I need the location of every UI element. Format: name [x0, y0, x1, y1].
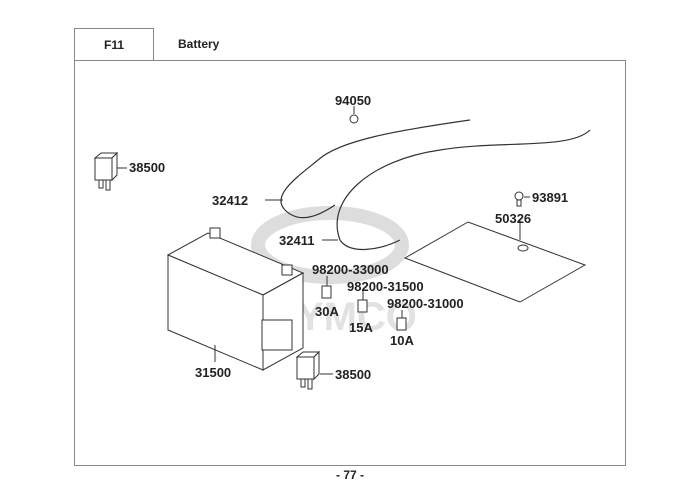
part-label: 38500 [129, 160, 166, 175]
part-label: 93891 [532, 190, 569, 205]
part-label: 31500 [195, 365, 232, 380]
fuse-rating: 10A [390, 333, 414, 348]
part-label: 98200-33000 [312, 262, 389, 277]
diagram-frame [74, 60, 626, 466]
fuse-rating: 15A [349, 320, 373, 335]
bolt-icon [514, 191, 524, 207]
relay-icon [93, 151, 119, 191]
fuse-icon [321, 276, 332, 299]
nut-icon [349, 114, 359, 124]
figure-title: Battery [178, 37, 220, 51]
part-label: 32411 [279, 233, 315, 248]
fuse-rating: 30A [315, 304, 339, 319]
part-label: 38500 [335, 367, 372, 382]
cable-icon [280, 119, 591, 251]
battery-icon [166, 227, 305, 371]
part-label: 98200-31000 [387, 296, 464, 311]
part-label: 98200-31500 [347, 279, 424, 294]
kymco-watermark [251, 206, 409, 284]
part-label: 32412 [212, 193, 249, 208]
part-label: 50326 [495, 211, 532, 226]
page-number: - 77 - [335, 468, 364, 482]
fuse-icon [396, 310, 407, 331]
battery-cover-icon [403, 221, 587, 303]
fuse-icon [357, 291, 368, 313]
relay-icon [295, 350, 321, 390]
part-label: 94050 [335, 93, 372, 108]
header-divider [153, 28, 154, 60]
